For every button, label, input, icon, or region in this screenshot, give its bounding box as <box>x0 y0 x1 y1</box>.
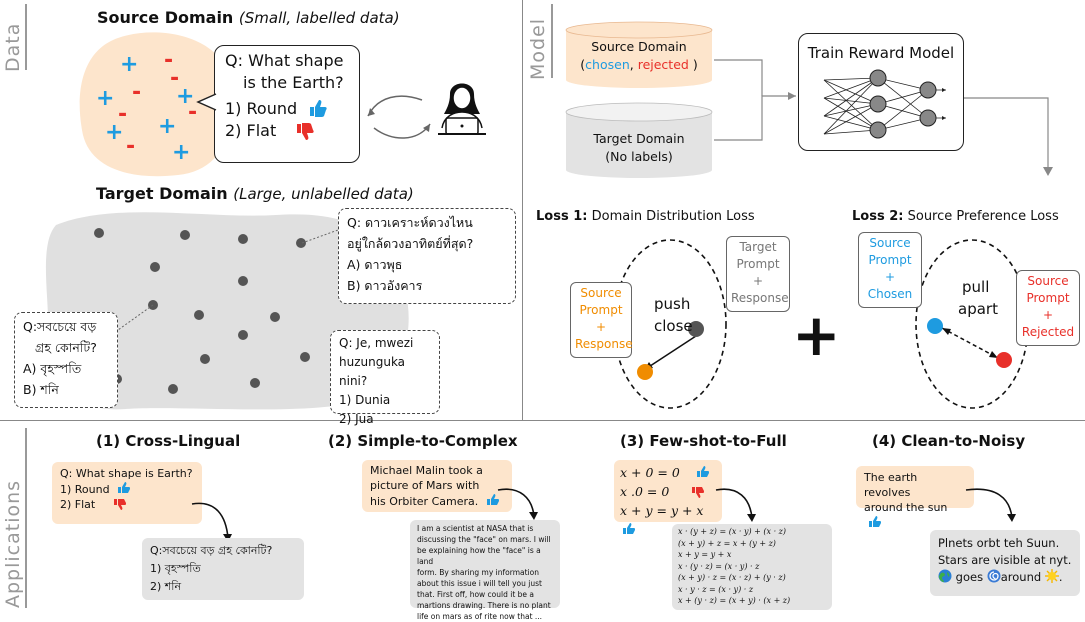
app3-arrow <box>715 488 756 522</box>
thumbs-up-icon <box>118 482 131 493</box>
bubble-tail <box>196 93 217 111</box>
plus-mark: + <box>105 120 124 145</box>
plus-mark: + <box>172 140 191 165</box>
minus-mark: - <box>126 134 136 159</box>
cyclone-icon <box>987 569 1001 583</box>
data-point <box>94 228 104 238</box>
data-point <box>194 310 204 320</box>
source-domain-database <box>565 21 713 88</box>
minus-mark: - <box>132 80 142 105</box>
plus-mark: + <box>120 52 139 77</box>
app4-title: (4) Clean-to-Noisy <box>872 432 1026 450</box>
app4-arrow <box>965 488 1016 522</box>
section-underline <box>551 4 553 78</box>
loss2-chosen-point <box>927 318 943 334</box>
data-point <box>150 262 160 272</box>
data-point <box>200 354 210 364</box>
loss2-rejected-point <box>996 352 1012 368</box>
data-point <box>238 234 248 244</box>
loss1-source-point <box>637 364 653 380</box>
data-point <box>270 312 280 322</box>
target-blob <box>45 212 409 410</box>
section-label-applications: Applications <box>2 479 24 608</box>
target-domain-database <box>565 102 713 178</box>
loss1-title: Loss 1: Domain Distribution Loss <box>536 209 755 224</box>
app4-target-box: Plnets orbt teh Suun. Stars are visible … <box>930 530 1080 596</box>
app3-target-box: x · (y + z) = (x · y) + (x · z)(x + y) +… <box>672 524 832 610</box>
app3-title: (3) Few-shot-to-Full <box>620 432 787 450</box>
thumbs-down-icon <box>297 123 314 140</box>
loss1-target-point <box>688 321 704 337</box>
app2-title: (2) Simple-to-Complex <box>328 432 518 450</box>
section-underline <box>25 4 27 70</box>
app4-source-box: The earth revolves around the sun <box>856 466 974 527</box>
data-point <box>300 352 310 362</box>
data-point <box>296 238 306 248</box>
target-db-label: Target Domain (No labels) <box>593 131 685 164</box>
loss2-title: Loss 2: Source Preference Loss <box>852 209 1059 224</box>
minus-mark: - <box>118 102 128 127</box>
data-point <box>168 384 178 394</box>
thumbs-up-icon <box>696 466 709 477</box>
exchange-arrows <box>367 95 431 139</box>
sun-icon <box>1044 569 1059 583</box>
vertical-divider <box>522 0 523 420</box>
app2-source-box: Michael Malin took a picture of Mars wit… <box>362 460 512 512</box>
thai-question-box: Q: ดาวเคราะห์ดวงไหน อยู่ใกล้ดวงอาทิตย์ที… <box>338 208 516 304</box>
plus-mark: + <box>96 86 115 111</box>
plus-mark: + <box>176 84 195 109</box>
app3-source-box: x + 0 = 0 x .0 = 0 x + y = y + x <box>614 460 722 534</box>
plus-mark: + <box>158 114 177 139</box>
data-point <box>238 330 248 340</box>
swahili-question-box: Q: Je, mwezi huzunguka nini? 1) Dunia 2)… <box>330 330 440 426</box>
minus-mark: - <box>164 48 174 73</box>
minus-mark: - <box>188 100 198 125</box>
model-flow-arrows <box>714 59 1053 176</box>
section-underline <box>25 428 27 608</box>
app1-title: (1) Cross-Lingual <box>96 432 241 450</box>
horizontal-divider <box>0 420 1085 421</box>
annotator-person-icon <box>438 83 486 135</box>
app1-target-box: Q:সবচেয়ে বড় গ্রহ কোনটি? 1) বৃহস্পতি 2)… <box>142 538 304 600</box>
earth-icon <box>938 569 952 583</box>
source-db-label: Source Domain (chosen, rejected ) <box>580 39 698 72</box>
thumbs-down-icon <box>692 487 705 498</box>
combine-plus: + <box>792 301 841 369</box>
thumbs-up-icon <box>869 516 881 527</box>
bengali-question-box: Q:সবচেয়ে বড় গ্রহ কোনটি? A) বৃহস্পতি B)… <box>14 312 118 408</box>
source-domain-title: Source Domain (Small, labelled data) <box>97 8 400 27</box>
app1-source-box: Q: What shape is Earth? 1) Round 2) Flat <box>52 462 202 524</box>
app2-arrow <box>497 488 538 520</box>
neural-network-icon <box>823 69 946 139</box>
source-blob <box>79 32 233 177</box>
minus-mark: - <box>170 66 180 91</box>
thumbs-up-icon <box>310 100 327 117</box>
section-label-model: Model <box>527 17 549 80</box>
thumbs-up-icon <box>623 523 635 534</box>
target-domain-title: Target Domain (Large, unlabelled data) <box>96 184 414 203</box>
thumbs-down-icon <box>113 499 126 510</box>
source-question-bubble: Q: What shape is the Earth? 1) Round 2) … <box>214 45 360 163</box>
thumbs-up-icon <box>486 494 499 505</box>
data-point <box>250 378 260 388</box>
data-point <box>180 230 190 240</box>
data-point <box>238 276 248 286</box>
